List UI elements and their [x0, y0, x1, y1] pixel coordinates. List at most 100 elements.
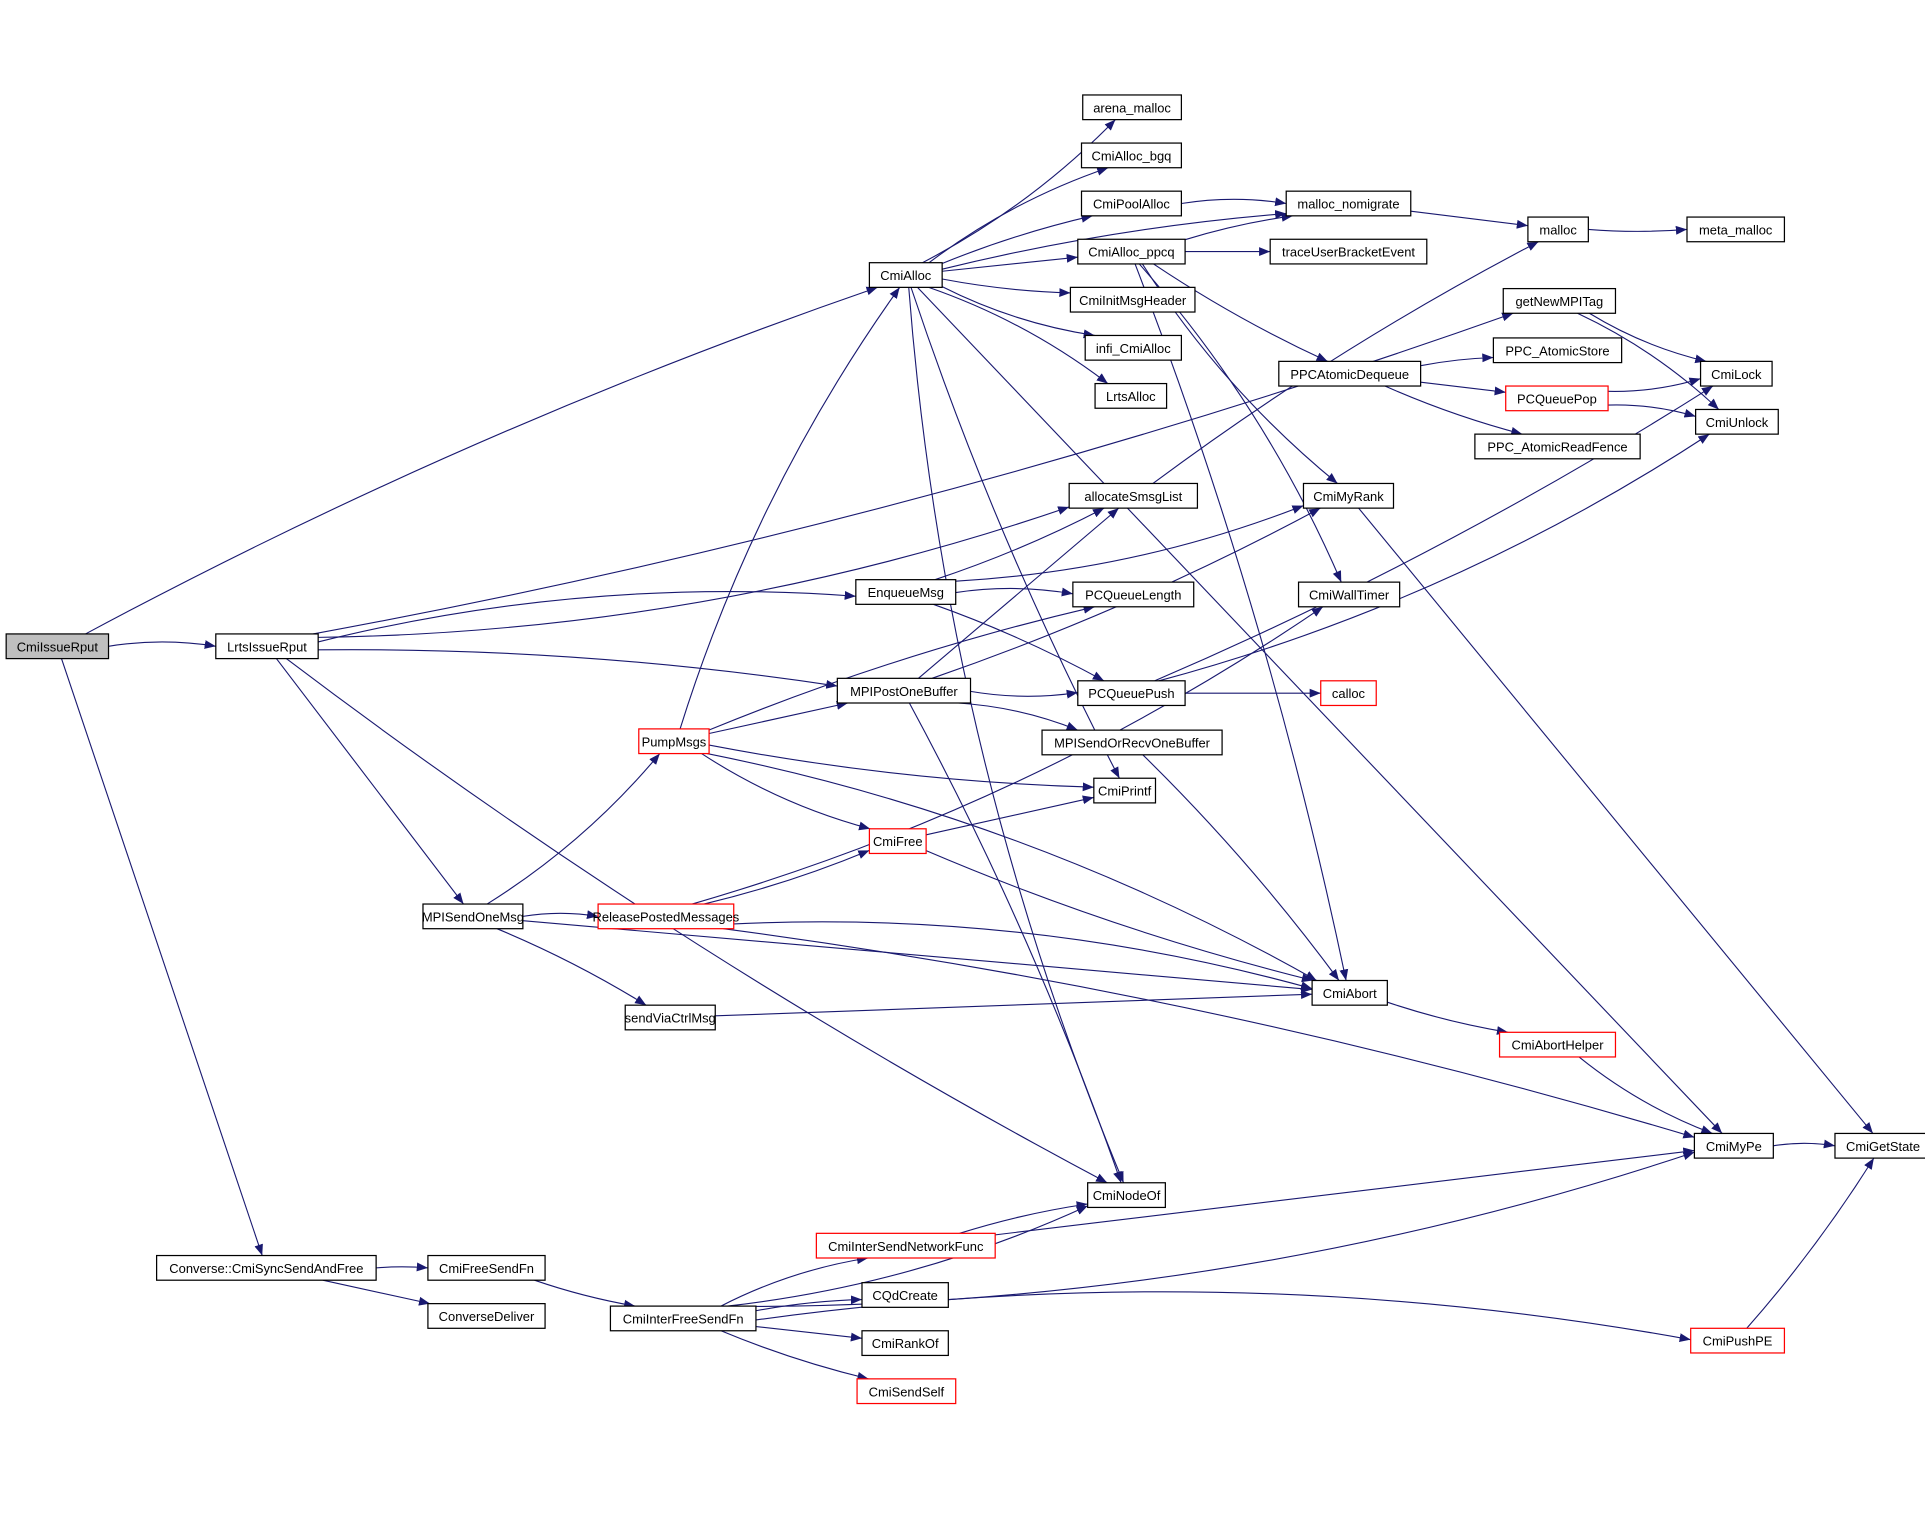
edge-allocate-smsg-list-to-malloc	[1152, 241, 1539, 484]
node-arena-malloc[interactable]: arena_malloc	[1082, 94, 1183, 121]
node-trace-user-bracket-event[interactable]: traceUserBracketEvent	[1269, 238, 1428, 265]
node-get-new-mpitag[interactable]: getNewMPITag	[1502, 287, 1617, 314]
node-cmi-free-send-fn[interactable]: CmiFreeSendFn	[427, 1254, 546, 1281]
node-calloc[interactable]: calloc	[1320, 680, 1377, 707]
node-cmi-unlock[interactable]: CmiUnlock	[1695, 408, 1779, 435]
node-cmi-free[interactable]: CmiFree	[868, 828, 927, 855]
node-mpipost-one-buffer[interactable]: MPIPostOneBuffer	[836, 677, 972, 704]
node-mpisend-or-recv-one-buffer[interactable]: MPISendOrRecvOneBuffer	[1041, 729, 1223, 756]
edge-cmi-alloc-to-cmi-alloc-ppcq	[942, 253, 1078, 272]
edge-cmi-alloc-to-cmi-alloc-bgq	[928, 167, 1109, 264]
node-mpisend-one-msg[interactable]: MPISendOneMsg	[422, 903, 524, 930]
edge-cmi-my-pe-to-cmi-get-state	[1773, 1139, 1836, 1149]
node-box	[836, 677, 972, 704]
node-allocate-smsg-list[interactable]: allocateSmsgList	[1068, 482, 1199, 509]
edge-lrts-issue-rput-to-enqueue-msg	[318, 590, 856, 643]
node-box	[1502, 287, 1617, 314]
node-pump-msgs[interactable]: PumpMsgs	[638, 728, 710, 755]
node-cmi-lock[interactable]: CmiLock	[1699, 360, 1773, 387]
node-cmi-inter-free-send-fn[interactable]: CmiInterFreeSendFn	[609, 1305, 757, 1332]
node-cmi-my-rank[interactable]: CmiMyRank	[1302, 482, 1395, 509]
node-send-via-ctrl-msg[interactable]: sendViaCtrlMsg	[624, 1004, 716, 1031]
edge-cmi-alloc-to-lrts-alloc	[928, 286, 1109, 385]
node-cmi-send-self[interactable]: CmiSendSelf	[856, 1378, 957, 1405]
node-cmi-init-msg-header[interactable]: CmiInitMsgHeader	[1069, 286, 1196, 313]
node-pcqueue-push[interactable]: PCQueuePush	[1077, 680, 1186, 707]
node-cmi-rank-of[interactable]: CmiRankOf	[861, 1330, 949, 1357]
node-label: allocateSmsgList	[1084, 489, 1182, 504]
node-box	[1302, 482, 1395, 509]
node-label: traceUserBracketEvent	[1282, 245, 1415, 260]
node-pcqueue-pop[interactable]: PCQueuePop	[1505, 385, 1609, 412]
node-label: CmiInterSendNetworkFunc	[828, 1239, 984, 1254]
edge-pump-msgs-to-cmi-alloc	[679, 287, 901, 730]
edge-send-via-ctrl-msg-to-cmi-abort	[715, 990, 1313, 1017]
node-enqueue-msg[interactable]: EnqueueMsg	[855, 579, 957, 605]
edge-mpisend-one-msg-to-send-via-ctrl-msg	[496, 928, 647, 1006]
edge-cmi-free-to-cmi-abort	[925, 850, 1314, 983]
node-box	[861, 1282, 949, 1308]
node-label: EnqueueMsg	[868, 585, 944, 600]
node-box	[1080, 190, 1183, 217]
node-box	[427, 1303, 546, 1329]
node-box	[861, 1330, 949, 1357]
edge-malloc-to-meta-malloc	[1588, 225, 1688, 235]
node-box	[1093, 777, 1157, 804]
node-pcqueue-length[interactable]: PCQueueLength	[1072, 581, 1195, 608]
node-cmi-get-state[interactable]: CmiGetState	[1834, 1132, 1925, 1159]
node-cmi-alloc-ppcq[interactable]: CmiAlloc_ppcq	[1077, 238, 1186, 265]
node-label: CmiUnlock	[1706, 415, 1769, 430]
edge-cmi-inter-send-network-func-to-cmi-my-pe	[995, 1147, 1695, 1236]
node-malloc[interactable]: malloc	[1527, 216, 1589, 243]
edge-cmi-alloc-to-cmi-pool-alloc	[941, 214, 1093, 265]
edge-converse-cmi-sync-send-and-free-to-converse-deliver	[322, 1279, 431, 1306]
node-ppc-atomic-store[interactable]: PPC_AtomicStore	[1492, 337, 1623, 364]
node-cmi-pool-alloc[interactable]: CmiPoolAlloc	[1080, 190, 1183, 217]
node-lrts-alloc[interactable]: LrtsAlloc	[1094, 382, 1168, 409]
node-malloc-nomigrate[interactable]: malloc_nomigrate	[1285, 190, 1412, 217]
node-cmi-wall-timer[interactable]: CmiWallTimer	[1297, 581, 1401, 608]
node-box	[5, 633, 110, 660]
node-box	[1269, 238, 1428, 265]
node-box	[597, 903, 735, 930]
node-cmi-alloc[interactable]: CmiAlloc	[868, 262, 943, 288]
edge-cmi-inter-send-network-func-to-cmi-node-of	[959, 1201, 1088, 1234]
edge-lrts-issue-rput-to-mpisend-one-msg	[275, 658, 464, 905]
node-cmi-printf[interactable]: CmiPrintf	[1093, 777, 1157, 804]
edge-pump-msgs-to-cmi-abort	[706, 753, 1317, 981]
node-label: calloc	[1332, 686, 1366, 701]
node-ppc-atomic-read-fence[interactable]: PPC_AtomicReadFence	[1474, 433, 1641, 460]
node-cmi-issue-rput[interactable]: CmiIssueRput	[5, 633, 110, 660]
node-label: CmiPoolAlloc	[1093, 197, 1170, 212]
edge-release-posted-messages-to-cmi-free	[703, 849, 870, 905]
node-label: PumpMsgs	[642, 734, 707, 749]
node-label: CmiPrintf	[1098, 784, 1152, 799]
node-cmi-inter-send-network-func[interactable]: CmiInterSendNetworkFunc	[815, 1232, 996, 1259]
edge-cmi-push-pe-to-cmi-get-state	[1746, 1157, 1875, 1329]
node-cmi-push-pe[interactable]: CmiPushPE	[1690, 1327, 1786, 1354]
edge-ppcatomic-dequeue-to-pcqueue-pop	[1420, 381, 1506, 396]
node-box	[1311, 979, 1388, 1006]
node-release-posted-messages[interactable]: ReleasePostedMessages	[593, 903, 740, 930]
node-box	[1285, 190, 1412, 217]
node-cqd-create[interactable]: CQdCreate	[861, 1282, 949, 1308]
node-box	[1094, 382, 1168, 409]
node-label: CmiFree	[873, 834, 923, 849]
node-cmi-alloc-bgq[interactable]: CmiAlloc_bgq	[1080, 142, 1183, 169]
node-meta-malloc[interactable]: meta_malloc	[1686, 216, 1786, 243]
node-cmi-node-of[interactable]: CmiNodeOf	[1087, 1182, 1166, 1209]
edge-cmi-issue-rput-to-cmi-alloc	[85, 286, 878, 635]
node-converse-cmi-sync-send-and-free[interactable]: Converse::CmiSyncSendAndFree	[155, 1254, 377, 1281]
node-lrts-issue-rput[interactable]: LrtsIssueRput	[215, 633, 319, 660]
edge-cmi-free-send-fn-to-cmi-inter-free-send-fn	[534, 1279, 636, 1309]
node-cmi-abort-helper[interactable]: CmiAbortHelper	[1498, 1031, 1617, 1058]
node-label: ReleasePostedMessages	[593, 909, 740, 924]
node-cmi-my-pe[interactable]: CmiMyPe	[1693, 1132, 1774, 1159]
node-label: CmiRankOf	[872, 1336, 939, 1351]
edge-cmi-inter-free-send-fn-to-cmi-rank-of	[755, 1325, 863, 1342]
node-cmi-abort[interactable]: CmiAbort	[1311, 979, 1388, 1006]
node-converse-deliver[interactable]: ConverseDeliver	[427, 1303, 546, 1329]
node-infi-cmi-alloc[interactable]: infi_CmiAlloc	[1084, 334, 1183, 361]
edge-mpisend-or-recv-one-buffer-to-cmi-abort	[1142, 754, 1340, 981]
node-ppcatomic-dequeue[interactable]: PPCAtomicDequeue	[1278, 360, 1422, 387]
